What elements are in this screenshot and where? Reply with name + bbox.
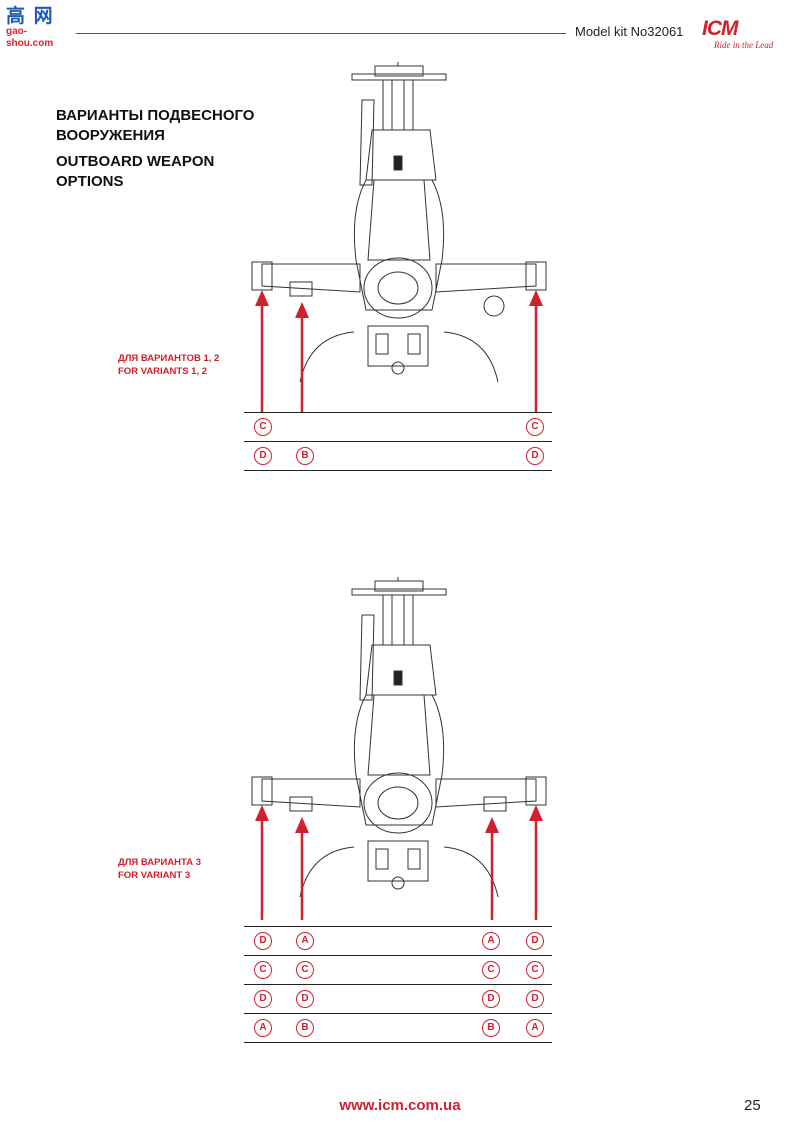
heading-en-line-1: OUTBOARD WEAPON [56,153,215,170]
option-badge: A [296,932,314,950]
option-badge: C [526,418,544,436]
heading-ru: ВАРИАНТЫ ПОДВЕСНОГО ВООРУЖЕНИЯ [56,106,254,146]
table-row: D B D [244,442,552,471]
model-kit-number: Model kit No32061 [575,24,684,39]
heading-en: OUTBOARD WEAPON OPTIONS [56,152,214,192]
option-badge: C [254,418,272,436]
variant-label-2-ru: ДЛЯ ВАРИАНТА 3 [118,857,202,868]
logo-slogan: Ride in the Lead [714,40,774,50]
option-badge: D [526,447,544,465]
variant-label-2-en: FOR VARIANT 3 [118,870,191,881]
table-row: D D D D [244,985,552,1014]
table-row: A B B A [244,1014,552,1043]
option-badge: A [254,1019,272,1037]
option-badge: B [296,447,314,465]
variant-label-2: ДЛЯ ВАРИАНТА 3 FOR VARIANT 3 [118,856,201,882]
helicopter-front-view-1 [251,62,547,412]
option-badge: D [254,932,272,950]
logo-text: ICM [702,17,739,40]
table-row: C C C C [244,956,552,985]
option-badge: C [254,961,272,979]
option-badge: D [482,990,500,1008]
option-badge: C [526,961,544,979]
option-badge: D [526,990,544,1008]
page-number: 25 [744,1097,761,1114]
header-rule [76,33,566,34]
option-badge: D [254,447,272,465]
heading-en-line-2: OPTIONS [56,173,124,190]
option-badge: C [296,961,314,979]
helicopter-front-view-2 [251,577,547,920]
option-badge: B [482,1019,500,1037]
option-badge: D [254,990,272,1008]
variant-label-1-ru: ДЛЯ ВАРИАНТОВ 1, 2 [118,353,220,364]
variant-label-1: ДЛЯ ВАРИАНТОВ 1, 2 FOR VARIANTS 1, 2 [118,352,219,378]
icm-logo: ICM Ride in the Lead [702,18,782,56]
watermark-site: gao-shou.com [6,26,54,49]
watermark: 高 网 gao-shou.com [6,5,70,49]
variant-label-1-en: FOR VARIANTS 1, 2 [118,366,208,377]
option-badge: A [526,1019,544,1037]
footer-url[interactable]: www.icm.com.ua [339,1097,461,1114]
option-badge: D [526,932,544,950]
option-badge: B [296,1019,314,1037]
heading-ru-line-2: ВООРУЖЕНИЯ [56,127,165,144]
table-row: C C [244,412,552,442]
option-badge: D [296,990,314,1008]
table-row: D A A D [244,926,552,956]
weapon-options-table-2: D A A D C C C C D D D D A B B A [244,926,552,1043]
watermark-cn: 高 网 [6,5,54,27]
option-badge: C [482,961,500,979]
heading-ru-line-1: ВАРИАНТЫ ПОДВЕСНОГО [56,107,255,124]
option-badge: A [482,932,500,950]
weapon-options-table-1: C C D B D [244,412,552,471]
